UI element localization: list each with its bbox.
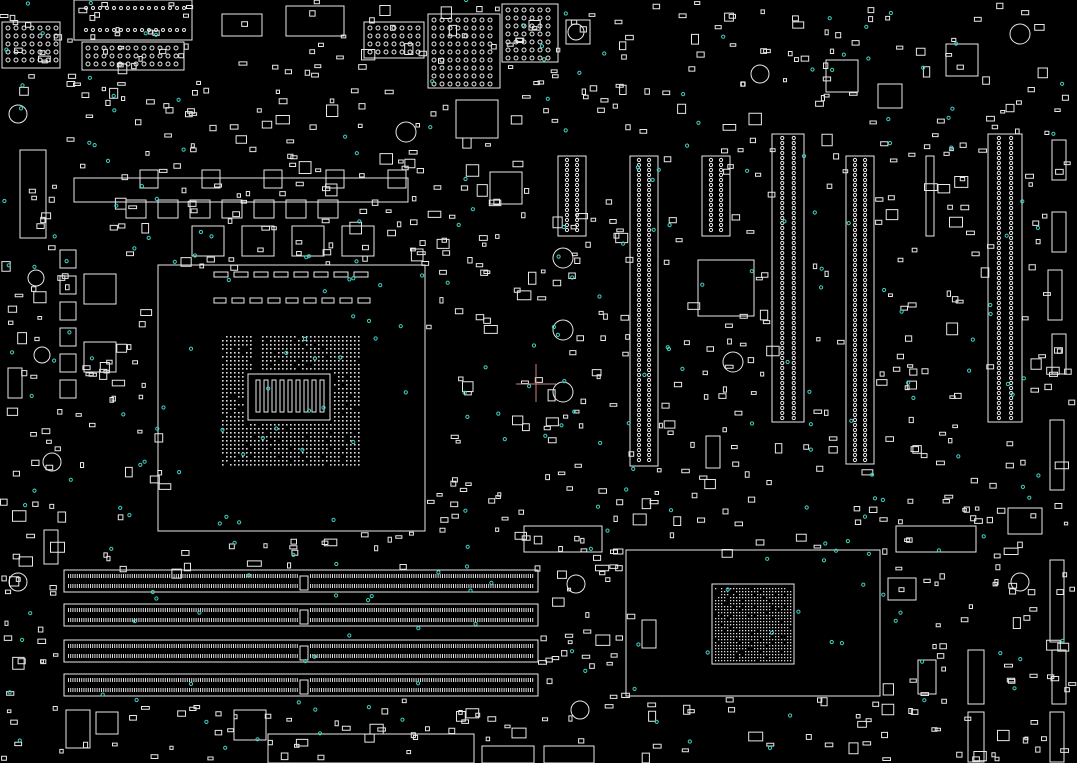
- crosshair-cursor[interactable]: [516, 364, 556, 402]
- dimm-slots[interactable]: [64, 570, 538, 696]
- misc-ics[interactable]: [8, 44, 1066, 763]
- expansion-slots[interactable]: [558, 134, 1022, 466]
- cpu-socket-pads: [222, 336, 360, 466]
- vias: [3, 0, 1064, 750]
- io-connectors[interactable]: [2, 0, 590, 88]
- io-connector-pins: [6, 7, 550, 87]
- cpu-socket[interactable]: [158, 265, 425, 531]
- chipset[interactable]: [626, 550, 880, 696]
- silkscreen-logo: [222, 14, 262, 36]
